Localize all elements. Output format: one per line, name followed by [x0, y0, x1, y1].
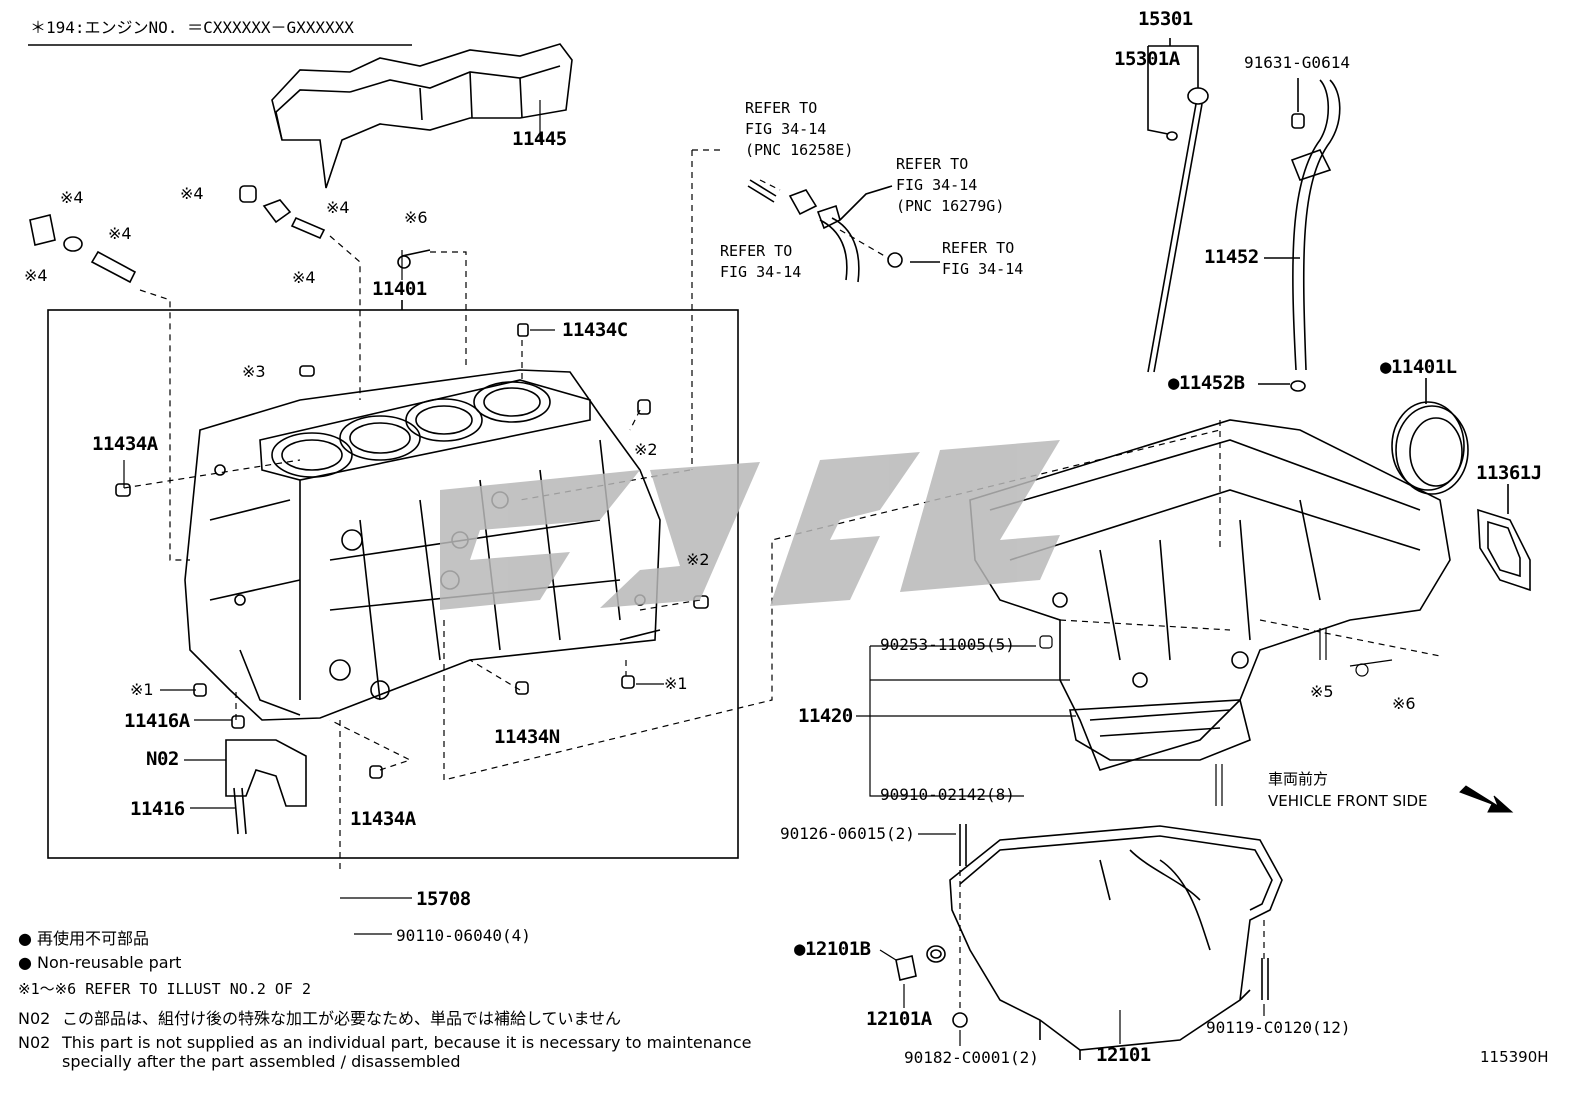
part-90119[interactable]: 90119-C0120(12) — [1206, 1018, 1351, 1037]
part-11445[interactable]: 11445 — [512, 128, 567, 150]
part-11434A-lower[interactable]: 11434A — [350, 808, 416, 830]
refer-fig-34-14-pnc-16279g[interactable]: REFER TO FIG 34-14 (PNC 16279G) — [896, 154, 1004, 217]
part-90182[interactable]: 90182-C0001(2) — [904, 1048, 1039, 1067]
part-12101A[interactable]: 12101A — [866, 1008, 932, 1030]
mark-6: ※6 — [1392, 694, 1416, 713]
refer-line: FIG 34-14 — [896, 176, 978, 194]
oil-dipstick — [1147, 38, 1209, 373]
mark-2: ※2 — [634, 440, 658, 459]
engine-number-note: ＊194:エンジンNO. ＝CXXXXXX－GXXXXXX — [30, 18, 354, 37]
part-11434N[interactable]: 11434N — [494, 726, 560, 748]
part-11452B[interactable]: ●11452B — [1168, 372, 1245, 394]
refer-fig-34-14-pnc-16258e[interactable]: REFER TO FIG 34-14 (PNC 16258E) — [745, 98, 853, 161]
mark-1: ※1 — [664, 674, 688, 693]
part-11416[interactable]: 11416 — [130, 798, 185, 820]
mark-4: ※4 — [60, 188, 84, 207]
legend-n02-en: This part is not supplied as an individu… — [62, 1033, 752, 1052]
oil-pan-12101 — [895, 824, 1283, 1060]
mark-2: ※2 — [686, 550, 710, 569]
mark-5: ※5 — [1310, 682, 1334, 701]
refer-line: REFER TO — [896, 155, 969, 173]
mark-4: ※4 — [292, 268, 316, 287]
refer-line: FIG 34-14 — [720, 263, 802, 281]
part-15301A[interactable]: 15301A — [1114, 48, 1180, 70]
refer-line: (PNC 16279G) — [896, 197, 1005, 215]
refer-line: FIG 34-14 — [942, 260, 1024, 278]
part-90253[interactable]: 90253-11005(5) — [880, 635, 1015, 654]
part-11416A[interactable]: 11416A — [124, 710, 190, 732]
part-11452[interactable]: 11452 — [1204, 246, 1259, 268]
legend-non-reusable-en: ● Non-reusable part — [18, 953, 182, 972]
refer-fig-34-14[interactable]: REFER TO FIG 34-14 — [942, 238, 1023, 280]
legend-n02-jp: この部品は、組付け後の特殊な加工が必要なため、単品では補給していません — [62, 1009, 622, 1028]
mark-1: ※1 — [130, 680, 154, 699]
crankcase-11420 — [969, 419, 1451, 771]
watermark — [440, 440, 1060, 610]
leader-lines — [123, 100, 664, 935]
part-11434A-upper[interactable]: 11434A — [92, 433, 158, 455]
vehicle-front-jp: 車両前方 — [1268, 770, 1329, 788]
part-11434C[interactable]: 11434C — [562, 319, 628, 341]
oil-pan-dashed — [959, 870, 1265, 1010]
refer-line: REFER TO — [942, 239, 1015, 257]
part-11420[interactable]: 11420 — [798, 705, 853, 727]
mark-4: ※4 — [108, 224, 132, 243]
part-15708[interactable]: 15708 — [416, 888, 471, 910]
part-11401L[interactable]: ●11401L — [1380, 356, 1457, 378]
mark-4: ※4 — [180, 184, 204, 203]
part-N02[interactable]: N02 — [146, 748, 179, 770]
illustration-id: 115390H — [1480, 1048, 1549, 1066]
dipstick-guide — [1258, 78, 1341, 392]
vehicle-front-en: VEHICLE FRONT SIDE — [1268, 792, 1428, 810]
mark-6: ※6 — [404, 208, 428, 227]
mark-4: ※4 — [24, 266, 48, 285]
mark-3: ※3 — [242, 362, 266, 381]
refer-line: FIG 34-14 — [745, 120, 827, 138]
refer-line: REFER TO — [720, 242, 793, 260]
refer-line: (PNC 16258E) — [745, 141, 854, 159]
part-91631[interactable]: 91631-G0614 — [1244, 53, 1350, 72]
vehicle-front-arrow — [1459, 785, 1514, 813]
gasket-11361J — [1477, 484, 1531, 592]
crankcase-leaders — [856, 628, 1393, 806]
legend-n02-en-cont: specially after the part assembled / dis… — [62, 1052, 461, 1071]
legend-n02-code: N02 — [18, 1009, 51, 1028]
part-15301[interactable]: 15301 — [1138, 8, 1193, 30]
part-90110[interactable]: 90110-06040(4) — [396, 926, 531, 945]
part-90126[interactable]: 90126-06015(2) — [780, 824, 915, 843]
refer-line: REFER TO — [745, 99, 818, 117]
cylinder-block — [184, 369, 661, 721]
legend-n02-code: N02 — [18, 1033, 51, 1052]
refer-fig-34-14[interactable]: REFER TO FIG 34-14 — [720, 241, 801, 283]
oil-pan-leaders — [879, 833, 1265, 1046]
oil-seal-11401L — [1391, 378, 1469, 495]
reference-parts — [747, 179, 940, 283]
legend-non-reusable-jp: ● 再使用不可部品 — [18, 929, 150, 948]
part-11401[interactable]: 11401 — [372, 278, 427, 300]
engine-cover-11445 — [271, 43, 573, 189]
mark-4: ※4 — [326, 198, 350, 217]
part-11361J[interactable]: 11361J — [1476, 462, 1542, 484]
block-fasteners — [29, 185, 709, 835]
part-12101[interactable]: 12101 — [1096, 1044, 1151, 1066]
part-12101B[interactable]: ●12101B — [794, 938, 871, 960]
legend-refer-illust: ※1～※6 REFER TO ILLUST NO.2 OF 2 — [18, 980, 311, 998]
part-90910[interactable]: 90910-02142(8) — [880, 785, 1015, 804]
